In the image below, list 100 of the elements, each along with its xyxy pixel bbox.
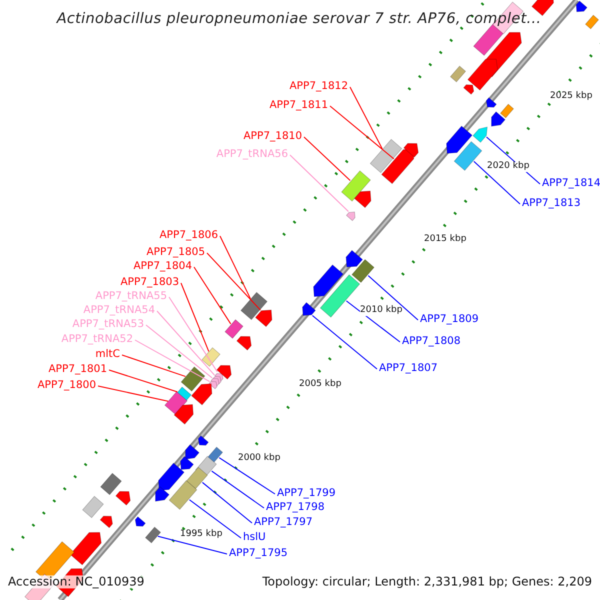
gene-feature — [313, 264, 344, 297]
gene-feature — [354, 190, 372, 208]
gene-feature — [216, 365, 232, 380]
leader-line — [134, 340, 210, 382]
gene-feature — [208, 381, 218, 390]
gene-feature — [467, 58, 498, 90]
gene-feature — [164, 391, 188, 415]
gene-label: APP7_1810 — [244, 131, 302, 143]
leader-line — [98, 386, 169, 402]
gene-feature — [82, 496, 104, 518]
leader-line — [312, 314, 378, 370]
leader-line — [218, 457, 276, 494]
gene-feature — [351, 259, 375, 283]
gene-feature — [255, 310, 272, 328]
gene-feature — [206, 446, 224, 464]
gene-label: APP7_tRNA52 — [61, 334, 133, 346]
gene-feature — [341, 170, 371, 202]
gene-feature — [174, 404, 194, 425]
leader-line — [368, 275, 418, 320]
gene-feature — [144, 526, 162, 544]
gene-feature — [168, 480, 198, 510]
leader-line — [290, 154, 349, 212]
scale-label: 2025 kbp — [550, 92, 592, 102]
gene-feature — [240, 292, 268, 320]
gene-label: APP7_tRNA53 — [72, 319, 144, 331]
gene-feature — [381, 148, 414, 184]
leader-line — [473, 160, 520, 204]
scale-label: 2020 kbp — [487, 162, 530, 172]
gene-label: APP7_1798 — [266, 502, 324, 514]
gene-feature — [180, 366, 206, 392]
gene-feature — [463, 84, 474, 95]
gene-feature — [320, 274, 360, 318]
gene-label: APP7_1807 — [379, 363, 438, 375]
gene-feature — [446, 126, 473, 154]
gene-label: APP7_1800 — [38, 380, 96, 392]
gene-label: APP7_1805 — [146, 247, 205, 259]
gene-label: APP7_1795 — [229, 548, 288, 560]
gene-feature — [70, 532, 102, 566]
gene-label: APP7_1801 — [48, 364, 107, 376]
gene-label: hslU — [243, 532, 266, 544]
gene-feature — [185, 444, 200, 460]
map-title: Actinobacillus pleuropneumoniae serovar 7 str. AP76, complet... — [56, 12, 542, 28]
leader-line — [146, 324, 213, 378]
leader-line — [346, 300, 400, 342]
leader-line — [156, 310, 216, 376]
gene-label: APP7_1812 — [290, 81, 348, 93]
gene-feature — [491, 111, 506, 127]
leader-line — [157, 536, 228, 554]
accession-text: Accession: NC_010939 — [8, 575, 144, 589]
gene-label: APP7_1814 — [542, 178, 600, 190]
scale-label: 1995 kbp — [180, 530, 222, 540]
gene-feature — [585, 14, 599, 30]
scale-label: 2000 kbp — [238, 454, 280, 464]
gene-feature — [236, 336, 252, 351]
gene-feature — [486, 97, 497, 108]
gene-label: APP7_1806 — [160, 230, 218, 242]
gene-label: APP7_1813 — [522, 198, 580, 210]
leader-line — [168, 296, 218, 372]
gene-label: APP7_1811 — [270, 100, 328, 112]
leader-line — [211, 470, 264, 508]
gene-label: APP7_1803 — [120, 277, 179, 289]
gene-feature — [134, 516, 146, 527]
leader-line — [304, 136, 351, 182]
gene-feature — [224, 319, 244, 339]
gene-feature — [302, 302, 316, 316]
gene-feature — [450, 66, 466, 82]
gene-label: APP7_1809 — [420, 314, 478, 326]
leader-line — [180, 282, 210, 352]
gene-feature — [198, 435, 209, 446]
gene-feature — [158, 462, 185, 491]
gene-label: APP7_1797 — [254, 517, 312, 529]
leader-line — [122, 354, 186, 377]
gene-feature — [100, 472, 122, 496]
leader-line — [350, 86, 383, 150]
gene-feature — [202, 347, 220, 367]
gene-feature — [180, 456, 194, 470]
gene-feature — [454, 141, 482, 171]
gene-label: APP7_1808 — [402, 336, 460, 348]
gene-feature — [186, 466, 208, 490]
leader-line — [202, 482, 252, 524]
scale-label: 2015 kbp — [424, 235, 466, 245]
gene-feature — [100, 516, 113, 528]
leader-line — [206, 252, 262, 311]
scale-label: 2005 kbp — [299, 380, 342, 390]
gene-feature — [500, 104, 514, 118]
gene-label: mltC — [95, 349, 120, 361]
gene-label: APP7_tRNA56 — [216, 149, 288, 161]
leader-line — [188, 499, 242, 538]
gene-feature — [115, 491, 131, 506]
gene-label: APP7_1804 — [134, 261, 192, 273]
leader-line — [220, 236, 251, 300]
gene-feature — [403, 143, 419, 158]
leader-line — [108, 370, 178, 392]
gene-feature — [346, 250, 363, 268]
gene-label: APP7_tRNA55 — [95, 291, 167, 303]
genome-summary-text: Topology: circular; Length: 2,331,981 bp; Genes: 2,209 — [262, 575, 592, 589]
gene-feature — [191, 383, 212, 406]
gene-feature — [576, 0, 588, 12]
gene-feature — [370, 138, 402, 174]
scale-label: 2010 kbp — [360, 306, 402, 316]
